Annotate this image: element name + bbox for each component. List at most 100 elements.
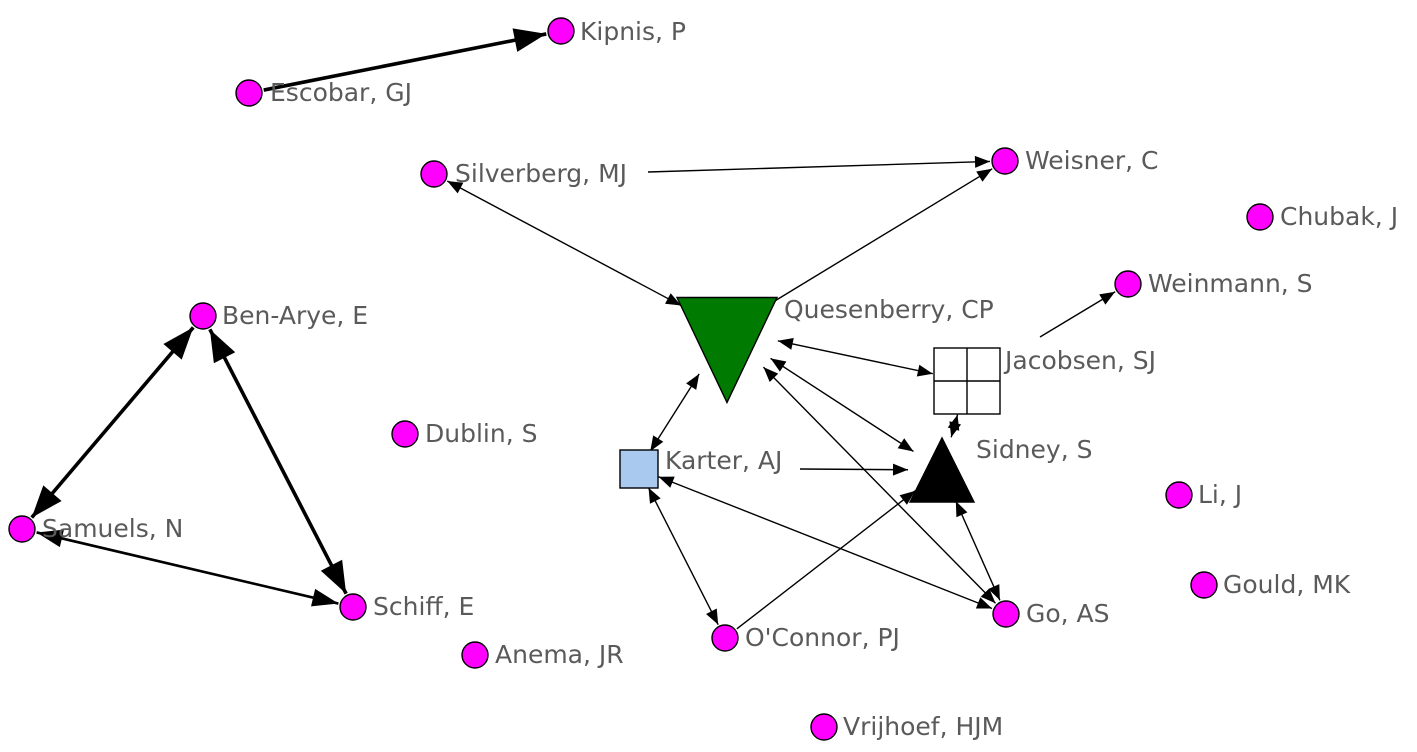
edge-line [647, 487, 719, 625]
edge-quesenberry-sidney [770, 357, 914, 453]
node-label-benarye: Ben-Arye, E [222, 301, 368, 330]
node-samuels[interactable] [8, 515, 36, 543]
arrowhead [899, 490, 916, 505]
node-escobar[interactable] [235, 79, 263, 107]
node-label-go: Go, AS [1026, 599, 1110, 628]
edge-silverberg-quesenberry [446, 180, 682, 307]
arrowhead [763, 367, 779, 382]
node-jacobsen[interactable] [933, 347, 1001, 415]
edge-samuels-schiff [36, 529, 339, 607]
arrowhead [209, 329, 236, 364]
edge-line [649, 373, 700, 452]
node-label-weisner: Weisner, C [1025, 146, 1158, 175]
arrowhead [947, 414, 960, 431]
node-quesenberry[interactable] [675, 296, 779, 405]
edge-quesenberry-jacobsen [777, 338, 933, 377]
node-gould[interactable] [1190, 571, 1218, 599]
node-weisner[interactable] [991, 147, 1019, 175]
edge-line [36, 531, 339, 605]
node-label-schiff: Schiff, E [373, 592, 474, 621]
edge-line [770, 357, 914, 453]
arrowhead [512, 28, 547, 52]
edge-line [771, 168, 993, 304]
node-schiff[interactable] [339, 593, 367, 621]
edge-benarye-samuels [30, 326, 195, 519]
edge-line [30, 326, 195, 519]
arrowhead [1099, 291, 1116, 305]
node-oconnor[interactable] [711, 624, 739, 652]
node-label-kipnis: Kipnis, P [580, 17, 686, 46]
edge-line [446, 180, 682, 307]
edge-line [762, 366, 996, 604]
arrowhead [320, 559, 347, 594]
edge-line [799, 468, 909, 471]
node-label-anema: Anema, JR [495, 640, 624, 669]
node-label-chubak: Chubak, J [1280, 202, 1398, 231]
edge-oconnor-sidney [736, 490, 916, 630]
arrowhead [988, 584, 1000, 601]
arrowhead [163, 327, 194, 360]
node-weinmann[interactable] [1114, 270, 1142, 298]
nodes-layer [8, 17, 1274, 741]
node-vrijhoef[interactable] [810, 713, 838, 741]
arrowhead [706, 608, 719, 625]
edge-karter-sidney [799, 463, 909, 476]
arrowhead [36, 529, 64, 548]
arrowhead [665, 293, 682, 306]
edge-line [777, 340, 933, 375]
edge-line [736, 490, 916, 630]
edge-quesenberry-go [762, 366, 996, 604]
node-label-karter: Karter, AJ [665, 446, 782, 475]
edge-jacobsen-sidney [947, 414, 962, 438]
node-label-sidney: Sidney, S [976, 435, 1092, 464]
edge-line [647, 160, 991, 173]
edge-escobar-kipnis [263, 28, 547, 92]
edge-silverberg-weisner [647, 155, 991, 173]
edge-jacobsen-weinmann [1039, 291, 1116, 338]
edge-benarye-schiff [208, 328, 348, 595]
edges-layer [30, 28, 1116, 630]
arrowhead [658, 476, 675, 488]
node-label-vrijhoef: Vrijhoef, HJM [843, 712, 1003, 741]
edge-line [263, 32, 547, 92]
node-anema[interactable] [461, 641, 489, 669]
node-label-weinmann: Weinmann, S [1148, 269, 1313, 298]
edge-line [658, 476, 993, 610]
arrowhead [897, 438, 914, 452]
node-sidney[interactable] [908, 436, 976, 503]
node-label-samuels: Samuels, N [42, 514, 183, 543]
node-go[interactable] [992, 600, 1020, 628]
arrowhead [980, 588, 996, 604]
node-karter[interactable] [619, 449, 659, 489]
edge-quesenberry-karter [649, 373, 700, 452]
node-dublin[interactable] [391, 420, 419, 448]
arrowhead [648, 487, 661, 504]
edge-quesenberry-weisner [771, 168, 993, 304]
node-label-gould: Gould, MK [1223, 570, 1351, 599]
node-kipnis[interactable] [547, 17, 575, 45]
node-label-oconnor: O'Connor, PJ [745, 623, 900, 652]
arrowhead [31, 485, 62, 518]
edge-sidney-go [955, 500, 1001, 601]
edge-line [955, 500, 1001, 601]
arrowhead [974, 155, 991, 168]
arrowhead [650, 435, 664, 452]
arrowhead [916, 364, 933, 377]
arrowhead [975, 597, 993, 609]
node-benarye[interactable] [189, 302, 217, 330]
edge-line [208, 328, 348, 595]
node-label-li: Li, J [1198, 480, 1242, 509]
node-chubak[interactable] [1246, 203, 1274, 231]
arrowhead [892, 463, 909, 476]
arrowhead [777, 338, 794, 350]
node-label-dublin: Dublin, S [425, 419, 537, 448]
edge-karter-oconnor [647, 487, 719, 625]
node-label-escobar: Escobar, GJ [270, 78, 412, 107]
node-li[interactable] [1165, 481, 1193, 509]
node-label-jacobsen: Jacobsen, SJ [1003, 346, 1156, 375]
node-silverberg[interactable] [420, 160, 448, 188]
arrowhead [686, 373, 700, 390]
arrowhead [770, 358, 787, 372]
